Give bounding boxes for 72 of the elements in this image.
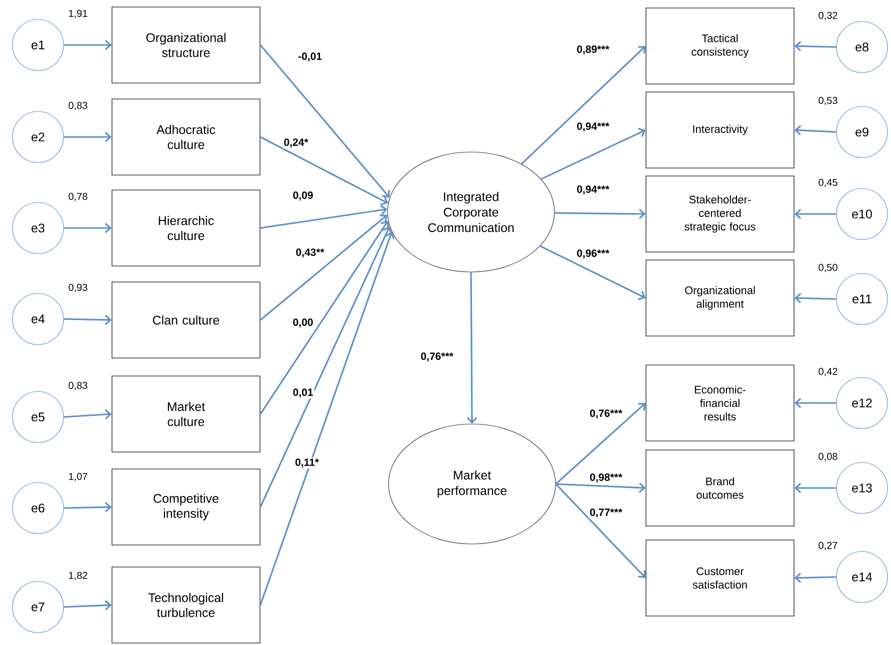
variable-box: Stakeholder-centered strategic focus	[646, 176, 794, 252]
arrow	[64, 40, 112, 50]
variable-box: Customer satisfaction	[646, 540, 794, 616]
arrow	[794, 572, 836, 583]
arrow	[555, 403, 646, 485]
arrow	[64, 409, 112, 420]
arrow	[260, 44, 390, 198]
arrow	[466, 272, 478, 424]
path-coefficient: 0,76***	[588, 408, 624, 420]
variance-label: 0,32	[818, 12, 838, 20]
path-coefficient: 0,77***	[588, 508, 624, 518]
variable-box: Economic-financial results	[646, 364, 794, 442]
arrow	[64, 314, 112, 325]
path-coefficient: 0,94***	[576, 122, 610, 132]
path-coefficient: -0,01	[297, 52, 323, 62]
arrow	[794, 482, 836, 494]
arrow	[260, 204, 388, 229]
variable-box: Organizational alignment	[646, 260, 794, 336]
path-coefficient: 0,00	[292, 318, 314, 328]
arrow	[540, 128, 646, 180]
variance-label: 0,53	[818, 96, 838, 106]
variance-label: 0,42	[818, 368, 838, 376]
path-coefficient: 0,89***	[576, 44, 610, 56]
arrow	[64, 600, 112, 610]
variance-label: 0,78	[68, 192, 88, 202]
arrow	[521, 46, 646, 164]
path-coefficient: 0,09	[292, 190, 314, 202]
arrow	[794, 293, 836, 304]
arrow	[260, 136, 388, 206]
variance-label: 0,27	[818, 542, 838, 550]
variance-label: 0,83	[68, 102, 88, 110]
variable-box: Organizational structure	[112, 6, 260, 84]
variance-label: 0,08	[818, 452, 838, 462]
arrow	[555, 483, 646, 578]
variance-label: 1,91	[69, 10, 88, 18]
arrow	[64, 132, 112, 142]
variable-box: Technological turbulence	[112, 566, 260, 644]
arrow	[64, 502, 112, 512]
path-coefficient: 0,11*	[294, 458, 320, 468]
variable-box: Tactical consistency	[646, 8, 794, 84]
variable-box: Interactivity	[646, 92, 794, 168]
variable-box: Competitive intensity	[112, 468, 260, 546]
path-coefficient: 0,24*	[282, 138, 310, 148]
variable-box: Brand outcomes	[646, 450, 794, 526]
arrow	[554, 208, 646, 220]
variance-label: 1,82	[69, 572, 88, 580]
variable-box: Market culture	[112, 376, 260, 452]
variable-box: Hierarchic culture	[112, 190, 260, 266]
arrow	[556, 482, 646, 493]
variable-box: Adhocratic culture	[112, 98, 260, 176]
arrow	[540, 245, 646, 300]
variance-label: 0,45	[818, 178, 838, 188]
variance-label: 0,50	[818, 264, 838, 272]
variable-box: Clan culture	[112, 282, 260, 358]
arrow	[260, 220, 390, 414]
arrow	[260, 232, 395, 606]
arrow	[794, 125, 836, 136]
variance-label: 0,83	[68, 382, 88, 390]
variance-label: 0,93	[68, 284, 88, 292]
arrow	[64, 222, 112, 234]
path-coefficient: 0,43**	[294, 248, 326, 258]
path-coefficient: 0,94***	[576, 184, 610, 196]
arrow	[794, 41, 836, 52]
path-coefficient: 0,96***	[576, 248, 610, 260]
arrow	[260, 214, 388, 321]
arrow	[794, 398, 836, 408]
variance-label: 1,07	[69, 472, 88, 482]
arrow	[794, 208, 836, 220]
path-coefficient: 0,98***	[588, 472, 624, 484]
arrow	[260, 226, 392, 508]
path-coefficient: 0,76***	[420, 352, 454, 362]
path-coefficient: 0,01	[292, 388, 314, 398]
